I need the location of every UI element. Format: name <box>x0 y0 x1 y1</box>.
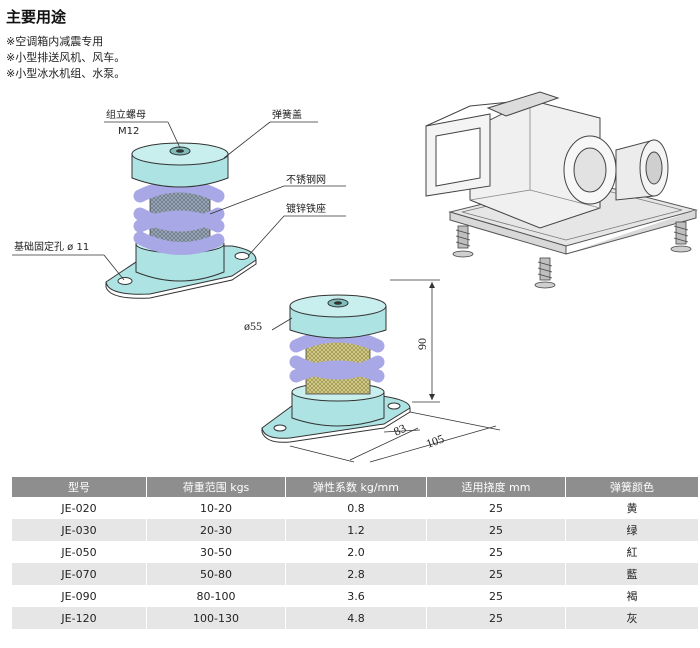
col-deflection: 适用挠度 mm <box>426 477 566 497</box>
dimension-lines: ø55 90 83 105 <box>244 279 501 463</box>
label-spring-cap: 弹簧盖 <box>272 108 302 121</box>
cell-model: JE-090 <box>12 585 147 607</box>
page-title: 主要用途 <box>6 8 67 26</box>
label-mesh: 不锈钢网 <box>286 173 326 186</box>
cell-spring-color: 褐 <box>565 585 698 607</box>
frame-spring <box>670 221 692 253</box>
label-base: 镀锌铁座 <box>286 202 326 215</box>
col-stiffness: 弹性系数 kg/mm <box>285 477 427 497</box>
mount-hole <box>234 252 250 260</box>
cell-load: 100-130 <box>146 607 286 629</box>
cell-deflection: 25 <box>426 519 566 541</box>
table-row: JE-120 100-130 4.8 25 灰 <box>12 607 698 629</box>
cell-load: 50-80 <box>146 563 286 585</box>
cell-deflection: 25 <box>426 541 566 563</box>
cell-stiffness: 0.8 <box>285 497 427 519</box>
table-row: JE-090 80-100 3.6 25 褐 <box>12 585 698 607</box>
col-spring-color: 弹簧颜色 <box>565 477 698 497</box>
usage-item: ※小型排送风机、风车。 <box>6 51 126 64</box>
label-hole: 基础固定孔 ø 11 <box>14 240 89 253</box>
dimension-width-b: 105 <box>424 432 446 451</box>
cell-load: 30-50 <box>146 541 286 563</box>
spring-isolator-dimensioned: ø55 90 83 105 <box>244 279 501 463</box>
usage-item: ※小型冰水机组、水泵。 <box>6 67 126 80</box>
cell-deflection: 25 <box>426 607 566 629</box>
mount-hole <box>273 424 287 432</box>
cell-model: JE-050 <box>12 541 147 563</box>
frame-spring <box>534 257 556 289</box>
cell-spring-color: 藍 <box>565 563 698 585</box>
cell-stiffness: 2.0 <box>285 541 427 563</box>
table-row: JE-020 10-20 0.8 25 黄 <box>12 497 698 519</box>
cell-model: JE-020 <box>12 497 147 519</box>
table-row: JE-070 50-80 2.8 25 藍 <box>12 563 698 585</box>
cell-stiffness: 3.6 <box>285 585 427 607</box>
product-illustration: 组立螺母 M12 弹簧盖 不锈钢网 镀锌铁座 基础固定孔 ø 11 <box>12 91 698 463</box>
spring-isolator-labeled: 组立螺母 M12 弹簧盖 不锈钢网 镀锌铁座 基础固定孔 ø 11 <box>12 108 346 299</box>
dimension-height: 90 <box>415 338 429 350</box>
cell-model: JE-120 <box>12 607 147 629</box>
cell-spring-color: 绿 <box>565 519 698 541</box>
cell-stiffness: 2.8 <box>285 563 427 585</box>
frame-spring <box>452 225 474 258</box>
label-nut: 组立螺母 <box>106 108 146 121</box>
spec-table: 型号 荷重范围 kgs 弹性系数 kg/mm 适用挠度 mm 弹簧颜色 JE-0… <box>12 477 698 629</box>
cell-model: JE-070 <box>12 563 147 585</box>
cell-model: JE-030 <box>12 519 147 541</box>
spring-cap <box>289 294 387 339</box>
cell-stiffness: 1.2 <box>285 519 427 541</box>
dimension-width-a: 83 <box>391 421 408 439</box>
cell-load: 20-30 <box>146 519 286 541</box>
table-row: JE-050 30-50 2.0 25 紅 <box>12 541 698 563</box>
spring-cap <box>131 142 229 188</box>
usage-list: ※空调箱内减震专用 ※小型排送风机、风车。 ※小型冰水机组、水泵。 <box>6 34 125 82</box>
cell-deflection: 25 <box>426 585 566 607</box>
table-header-row: 型号 荷重范围 kgs 弹性系数 kg/mm 适用挠度 mm 弹簧颜色 <box>12 477 698 497</box>
cell-spring-color: 紅 <box>565 541 698 563</box>
mount-hole <box>117 277 133 285</box>
usage-item: ※空调箱内减震专用 <box>6 35 104 48</box>
cell-deflection: 25 <box>426 563 566 585</box>
table-row: JE-030 20-30 1.2 25 绿 <box>12 519 698 541</box>
cell-deflection: 25 <box>426 497 566 519</box>
cell-spring-color: 灰 <box>565 607 698 629</box>
dimension-diameter: ø55 <box>244 319 262 333</box>
label-nut-size: M12 <box>118 126 139 137</box>
col-load: 荷重范围 kgs <box>146 477 286 497</box>
cell-stiffness: 4.8 <box>285 607 427 629</box>
col-model: 型号 <box>12 477 147 497</box>
cell-spring-color: 黄 <box>565 497 698 519</box>
mount-hole <box>387 402 401 410</box>
cell-load: 10-20 <box>146 497 286 519</box>
cell-load: 80-100 <box>146 585 286 607</box>
fan-unit-illustration <box>425 91 698 289</box>
